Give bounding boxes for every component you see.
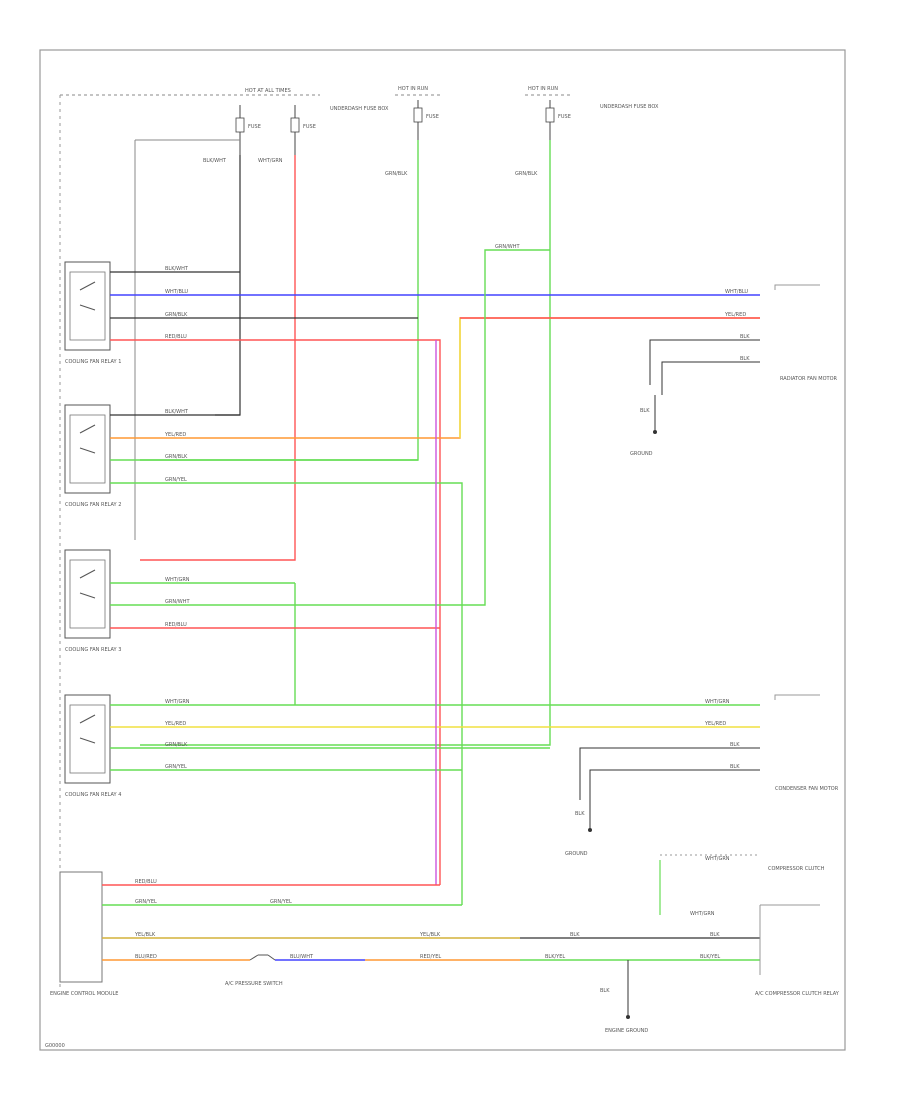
- ground-b: BLK GROUND: [565, 800, 592, 857]
- fuse-block-mid: HOT IN RUN FUSE: [395, 86, 440, 140]
- relay-3: COOLING FAN RELAY 3: [64, 549, 121, 653]
- svg-text:GRN/YEL: GRN/YEL: [135, 899, 157, 905]
- svg-text:GRN/YEL: GRN/YEL: [270, 899, 292, 905]
- ground-a-label: GROUND: [630, 451, 653, 457]
- svg-text:BLK: BLK: [730, 742, 740, 748]
- svg-text:BLK: BLK: [740, 334, 750, 340]
- fuse-block-left: HOT AT ALL TIMES FUSE FUSE UNDERDASH FUS…: [59, 88, 389, 990]
- svg-text:RED/YEL: RED/YEL: [420, 954, 441, 960]
- ac-relay-unit-label: A/C COMPRESSOR CLUTCH RELAY: [755, 991, 840, 997]
- relay-1-wires: BLK/WHT WHT/BLU WHT/BLU GRN/BLK RED/BLU: [110, 266, 760, 885]
- fuse-note: UNDERDASH FUSE BOX: [330, 106, 389, 112]
- compressor-clutch: WHT/GRN WHT/GRN COMPRESSOR CLUTCH: [659, 854, 825, 917]
- svg-text:BLK/WHT: BLK/WHT: [165, 409, 189, 415]
- engine-ground-label: ENGINE GROUND: [605, 1028, 648, 1034]
- svg-text:GRN/BLK: GRN/BLK: [515, 171, 538, 177]
- ecm-label: ENGINE CONTROL MODULE: [50, 991, 118, 997]
- relay-4-wires: WHT/GRN WHT/GRN YEL/RED YEL/RED GRN/BLK …: [110, 699, 760, 771]
- svg-text:BLK: BLK: [575, 811, 585, 817]
- fuse-a-label: FUSE: [248, 124, 261, 130]
- fuse-b-label: FUSE: [303, 124, 316, 130]
- feed-wires: BLK/WHT WHT/GRN GRN/BLK GRN/BLK: [134, 139, 551, 746]
- svg-text:GRN/BLK: GRN/BLK: [165, 742, 188, 748]
- svg-text:GRN/YEL: GRN/YEL: [165, 477, 187, 483]
- svg-text:RED/BLU: RED/BLU: [135, 879, 157, 885]
- svg-text:WHT/BLU: WHT/BLU: [725, 289, 748, 295]
- svg-text:WHT/GRN: WHT/GRN: [705, 856, 730, 862]
- compressor-clutch-label: COMPRESSOR CLUTCH: [768, 866, 825, 872]
- engine-ground: BLK ENGINE GROUND: [600, 960, 648, 1034]
- svg-text:YEL/RED: YEL/RED: [164, 721, 186, 727]
- relay-3-wires: WHT/GRN GRN/WHT GRN/WHT RED/BLU: [110, 244, 550, 705]
- relay-2-label: COOLING FAN RELAY 2: [65, 502, 121, 508]
- fuse-block-mid-heading: HOT IN RUN: [398, 86, 428, 92]
- fuse-mid-label: FUSE: [426, 114, 439, 120]
- svg-text:GRN/WHT: GRN/WHT: [165, 599, 190, 605]
- svg-text:GRN/YEL: GRN/YEL: [165, 764, 187, 770]
- svg-text:GRN/BLK: GRN/BLK: [385, 171, 408, 177]
- condenser-fan-motor: BLK BLK CONDENSER FAN MOTOR: [579, 694, 839, 800]
- svg-text:BLU/WHT: BLU/WHT: [290, 954, 314, 960]
- radiator-fan-motor-label: RADIATOR FAN MOTOR: [780, 376, 838, 382]
- ecm: ENGINE CONTROL MODULE: [50, 871, 118, 997]
- svg-text:BLK: BLK: [740, 356, 750, 362]
- ac-relay-unit: A/C COMPRESSOR CLUTCH RELAY: [755, 904, 840, 997]
- relay-3-label: COOLING FAN RELAY 3: [65, 647, 121, 653]
- svg-text:GRN/BLK: GRN/BLK: [165, 312, 188, 318]
- svg-text:BLK: BLK: [710, 932, 720, 938]
- fuse-block-left-heading: HOT AT ALL TIMES: [245, 88, 291, 94]
- svg-text:BLK/YEL: BLK/YEL: [700, 954, 720, 960]
- diagram-border: [39, 49, 846, 1051]
- fuse-right-label: FUSE: [558, 114, 571, 120]
- ac-pressure-switch-label: A/C PRESSURE SWITCH: [225, 981, 283, 987]
- relay-2: COOLING FAN RELAY 2: [64, 404, 121, 508]
- svg-text:GRN/BLK: GRN/BLK: [165, 454, 188, 460]
- svg-text:YEL/RED: YEL/RED: [704, 721, 726, 727]
- svg-text:WHT/GRN: WHT/GRN: [705, 699, 730, 705]
- fuse-right-note: UNDERDASH FUSE BOX: [600, 104, 659, 110]
- svg-text:YEL/BLK: YEL/BLK: [134, 932, 156, 938]
- svg-text:BLK/WHT: BLK/WHT: [165, 266, 189, 272]
- relay-4: COOLING FAN RELAY 4: [64, 694, 121, 798]
- svg-text:WHT/GRN: WHT/GRN: [165, 577, 190, 583]
- svg-text:YEL/BLK: YEL/BLK: [419, 932, 441, 938]
- svg-text:RED/BLU: RED/BLU: [165, 334, 187, 340]
- svg-text:WHT/GRN: WHT/GRN: [165, 699, 190, 705]
- svg-text:BLK: BLK: [570, 932, 580, 938]
- svg-text:BLU/RED: BLU/RED: [135, 954, 157, 960]
- svg-text:BLK: BLK: [730, 764, 740, 770]
- svg-text:GRN/WHT: GRN/WHT: [495, 244, 520, 250]
- fuse-block-right: HOT IN RUN FUSE UNDERDASH FUSE BOX: [525, 86, 659, 140]
- svg-text:WHT/GRN: WHT/GRN: [258, 158, 283, 164]
- ac-pressure-switch: A/C PRESSURE SWITCH: [225, 954, 283, 987]
- svg-text:WHT/BLU: WHT/BLU: [165, 289, 188, 295]
- svg-text:YEL/RED: YEL/RED: [164, 432, 186, 438]
- svg-text:YEL/RED: YEL/RED: [724, 312, 746, 318]
- svg-text:BLK/WHT: BLK/WHT: [203, 158, 227, 164]
- relay-2-wires: BLK/WHT YEL/RED YEL/RED GRN/BLK GRN/YEL: [110, 312, 760, 905]
- relay-1-label: COOLING FAN RELAY 1: [65, 359, 121, 365]
- ecm-wires: RED/BLU GRN/YEL GRN/YEL YEL/BLK YEL/BLK …: [102, 879, 760, 961]
- svg-text:BLK: BLK: [600, 988, 610, 994]
- relay-4-label: COOLING FAN RELAY 4: [65, 792, 121, 798]
- radiator-fan-motor: BLK BLK RADIATOR FAN MOTOR: [649, 284, 838, 395]
- fuse-block-right-heading: HOT IN RUN: [528, 86, 558, 92]
- svg-text:WHT/GRN: WHT/GRN: [690, 911, 715, 917]
- svg-text:RED/BLU: RED/BLU: [165, 622, 187, 628]
- svg-text:BLK/YEL: BLK/YEL: [545, 954, 565, 960]
- svg-text:BLK: BLK: [640, 408, 650, 414]
- relay-1: COOLING FAN RELAY 1: [64, 261, 121, 365]
- footer-code: G00000: [45, 1043, 65, 1049]
- ground-b-label: GROUND: [565, 851, 588, 857]
- ground-a: BLK GROUND: [630, 395, 657, 457]
- condenser-fan-motor-label: CONDENSER FAN MOTOR: [775, 786, 839, 792]
